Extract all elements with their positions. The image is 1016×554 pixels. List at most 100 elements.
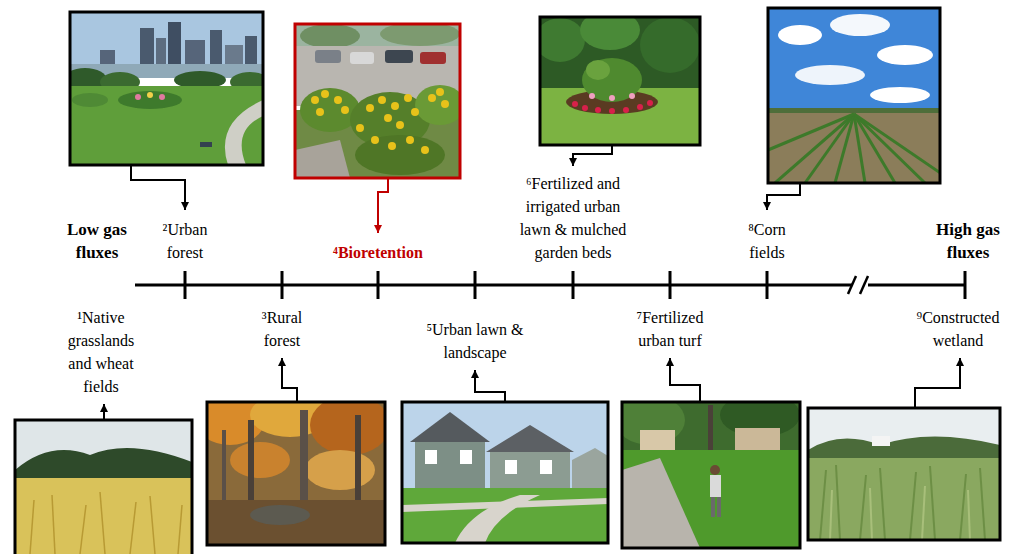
- wetland-photo: [922, 486, 925, 540]
- photo-frame: [207, 402, 385, 545]
- grassland-photo: [15, 478, 192, 554]
- wetland-photo: [968, 490, 970, 540]
- wetland-photo: [880, 468, 885, 540]
- grassland-photo: [30, 500, 34, 554]
- wetland-photo: [820, 470, 826, 540]
- garden-bed-photo: [609, 108, 615, 114]
- urban-forest-photo: [200, 142, 212, 147]
- corn-field-photo: [768, 113, 940, 183]
- bioretention-photo: [295, 140, 350, 178]
- wetland-photo: [860, 475, 866, 540]
- bioretention-photo: [385, 50, 413, 63]
- garden-bed-photo: [580, 17, 640, 50]
- bioretention-photo: [428, 94, 436, 102]
- land-use-label: ⁹Constructed wetland: [908, 306, 1008, 352]
- wetland-photo: [960, 474, 966, 540]
- corn-field-photo: [778, 25, 822, 45]
- bioretention-photo: [311, 88, 449, 154]
- corn-field-photo: [795, 65, 865, 85]
- bioretention-photo: [391, 102, 399, 110]
- garden-bed-photo: [572, 101, 578, 107]
- rural-forest-photo: [207, 500, 385, 545]
- garden-bed-photo: [637, 104, 643, 110]
- photo-frame: [70, 12, 263, 165]
- flux-axis: [474, 271, 477, 299]
- urban-lawn-photo: [402, 402, 608, 543]
- photo-frame: [15, 420, 192, 554]
- wetland-photo: [980, 468, 985, 540]
- land-use-label: ²Urban forest: [154, 218, 216, 264]
- land-use-label: ¹Native grasslands and wheat fields: [55, 306, 147, 398]
- urban-turf-photo: [710, 465, 720, 475]
- urban-lawn-photo: [402, 488, 608, 543]
- photo-frame: [402, 402, 608, 543]
- leader-arrow: [475, 370, 505, 402]
- urban-turf-photo: [711, 497, 715, 517]
- corn-field-photo: [854, 114, 940, 183]
- highlight-label: ⁴Bioretention: [333, 241, 423, 264]
- corn-field-photo: [768, 114, 854, 150]
- urban-lawn-photo: [486, 425, 574, 452]
- corn-field-photo: [870, 87, 930, 103]
- leader-arrow: [104, 145, 960, 420]
- bioretention-photo: [378, 96, 386, 104]
- bioretention-photo: [380, 24, 460, 46]
- bioretention-photo: [388, 142, 396, 150]
- garden-bed-photo: [582, 58, 642, 102]
- land-use-label: ⁶Fertilized and irrigated urban lawn & m…: [514, 172, 632, 264]
- leader-arrow: [103, 404, 105, 420]
- grassland-photo: [100, 492, 105, 554]
- corn-field-photo: [768, 8, 940, 113]
- photo-frame: [808, 408, 1000, 540]
- bioretention-photo: [356, 124, 364, 132]
- wetland-photo: [910, 472, 916, 540]
- urban-forest-photo: [159, 94, 165, 100]
- garden-bed-photo: [623, 107, 629, 113]
- bioretention-photo: [316, 108, 324, 116]
- urban-turf-photo: [622, 450, 800, 548]
- flux-axis: [669, 271, 672, 299]
- bioretention-photo: [441, 100, 449, 108]
- grassland-photo: [15, 420, 192, 554]
- flux-axis: [184, 271, 187, 299]
- garden-bed-photo: [540, 18, 585, 62]
- bioretention-photo: [295, 24, 460, 178]
- rural-forest-photo: [207, 402, 385, 545]
- photo-frame: [540, 17, 700, 145]
- bioretention-photo: [421, 146, 429, 154]
- bioretention-photo: [350, 52, 374, 64]
- leader-arrow: [767, 183, 800, 210]
- flux-axis: [868, 284, 965, 287]
- grassland-photo: [130, 502, 136, 554]
- leader-arrow: [282, 358, 297, 402]
- urban-turf-photo: [622, 402, 800, 548]
- bioretention-photo: [411, 108, 419, 116]
- grassland-photo: [80, 505, 86, 554]
- urban-turf-photo: [710, 475, 721, 497]
- urban-forest-photo: [70, 86, 263, 165]
- corn-field-photo: [830, 14, 890, 36]
- urban-lawn-photo: [460, 450, 472, 464]
- bioretention-photo: [404, 94, 412, 102]
- wetland-photo: [820, 465, 985, 540]
- bioretention-photo: [384, 114, 392, 122]
- flux-axis: [135, 271, 965, 299]
- corn-field-photo: [877, 45, 933, 65]
- corn-field-photo: [775, 114, 854, 183]
- land-use-label: ³Rural forest: [251, 306, 313, 352]
- leader-arrow: [915, 358, 960, 408]
- wetland-photo: [830, 486, 970, 540]
- garden-bed-photo: [595, 107, 601, 113]
- bioretention-photo: [334, 96, 342, 104]
- leader-arrow: [670, 358, 700, 402]
- urban-forest-photo: [225, 100, 263, 165]
- urban-lawn-photo: [425, 450, 437, 464]
- urban-turf-photo: [622, 458, 700, 548]
- wetland-photo: [836, 465, 840, 540]
- axis-break: [848, 276, 856, 294]
- urban-turf-photo: [640, 430, 675, 452]
- urban-lawn-photo: [410, 412, 490, 442]
- wetland-photo: [808, 408, 1000, 540]
- urban-lawn-photo: [540, 460, 552, 474]
